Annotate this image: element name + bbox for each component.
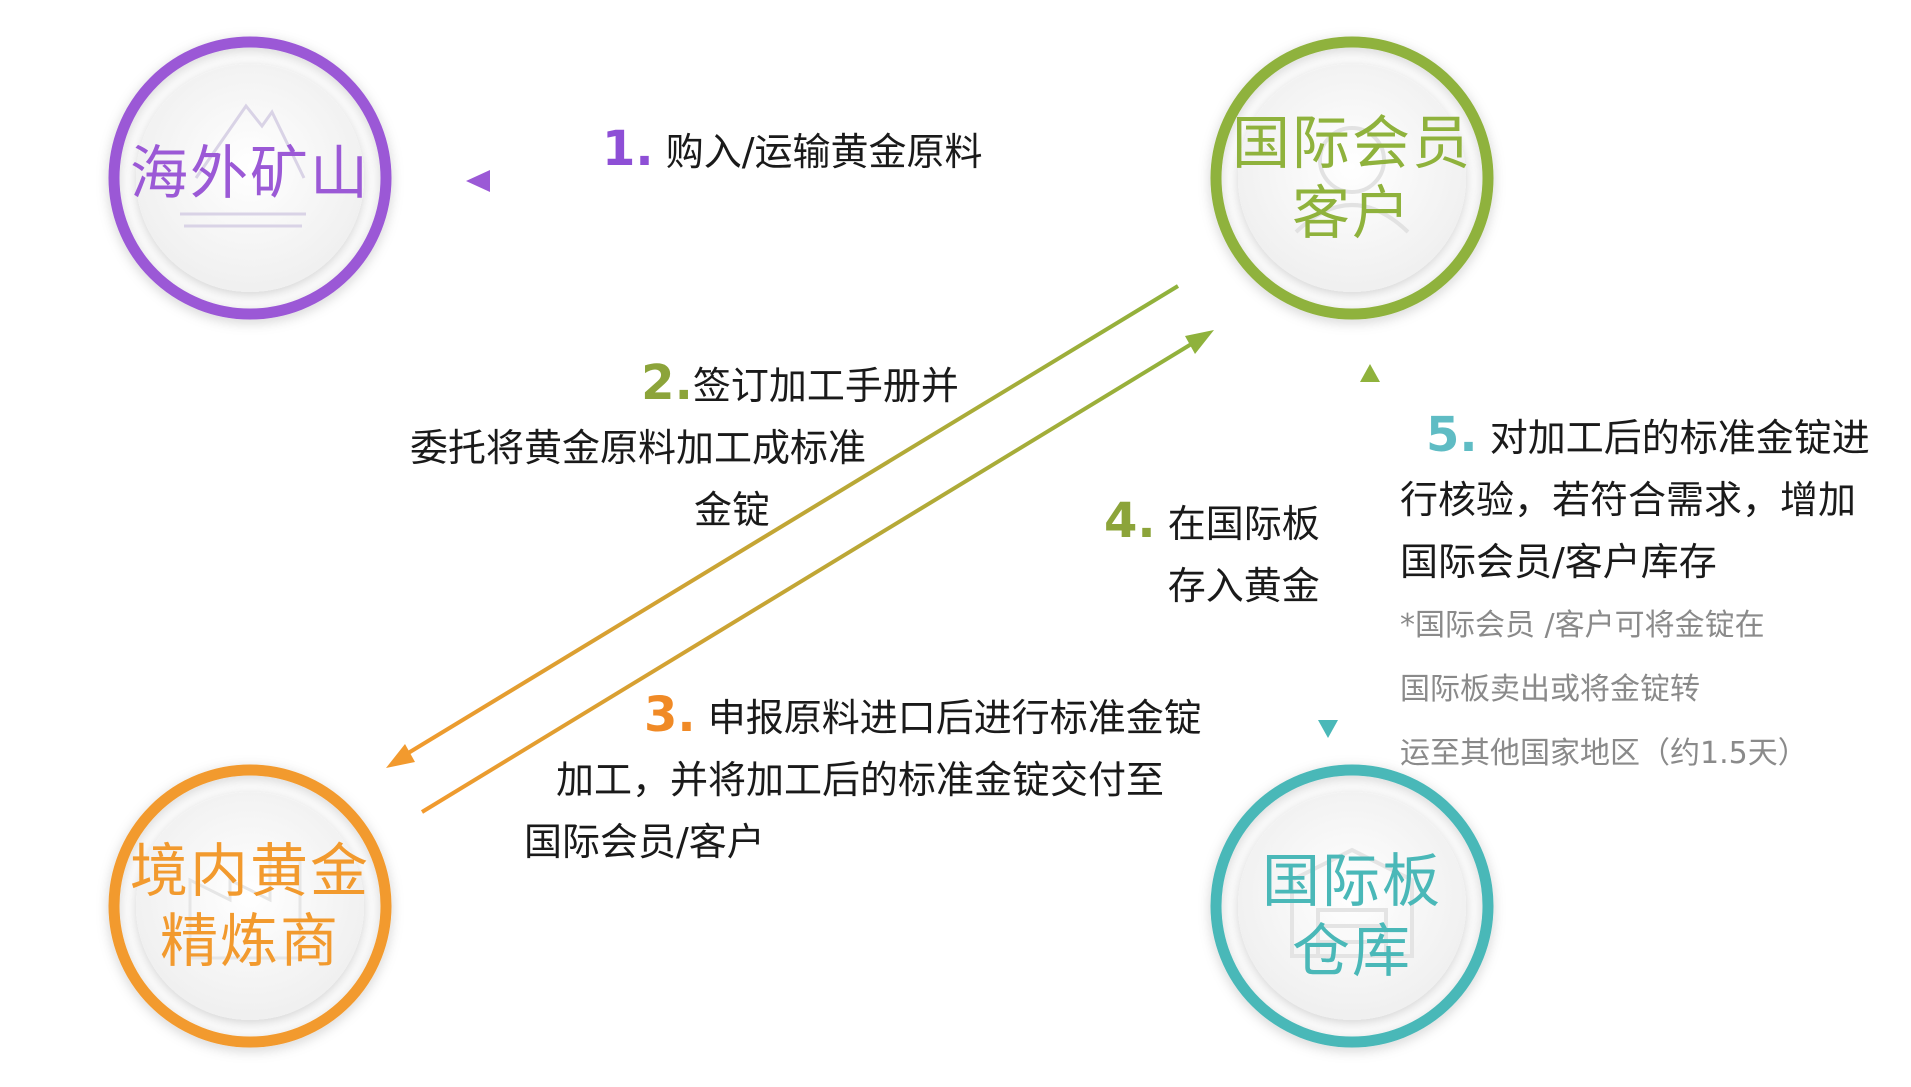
node-refiner: [108, 764, 392, 1048]
person-icon: [1294, 126, 1410, 234]
arrow-1: [466, 170, 1118, 192]
step-5-note: *国际会员 /客户可将金锭在 国际板卖出或将金锭转 运至其他国家地区（约1.5天…: [1400, 594, 1808, 786]
node-warehouse-label: 国际板 仓库: [1212, 846, 1492, 986]
warehouse-icon: [1290, 847, 1414, 958]
node-member-line: 客户: [1291, 179, 1412, 247]
step-3-line-2: 加工，并将加工后的标准金锭交付至: [556, 758, 1165, 802]
node-warehouse: [1210, 764, 1494, 1048]
arrow-3: [420, 330, 1214, 814]
node-member-label: 国际会员 客户: [1212, 108, 1492, 248]
step-4-text: 在国际板: [1167, 502, 1320, 546]
step-3-line-3: 国际会员/客户: [524, 820, 765, 864]
step-4-line-1: 4. 在国际板: [1104, 490, 1320, 555]
node-refiner-line: 精炼商: [159, 907, 340, 975]
step-5-line-2: 行核验，若符合需求，增加: [1400, 478, 1857, 522]
step-2-number: 2.: [641, 355, 693, 411]
step-5-number: 5.: [1426, 407, 1478, 463]
node-member: [1210, 36, 1494, 320]
node-warehouse-line: 国际板: [1261, 847, 1442, 915]
arrow-4: [1318, 366, 1338, 738]
step-5-label: 5. 对加工后的标准金锭进 行核验，若符合需求，增加 国际会员/客户库存: [1400, 404, 1870, 593]
note-line-2: 国际板卖出或将金锭转: [1400, 672, 1700, 707]
node-mine-line: 海外矿山: [129, 139, 370, 207]
node-mine-label: 海外矿山: [110, 138, 390, 208]
step-2-label: 2.签订加工手册并 委托将黄金原料加工成标准 金锭: [410, 352, 1010, 541]
note-line-1: *国际会员 /客户可将金锭在: [1400, 608, 1765, 643]
step-4-number: 4.: [1104, 493, 1156, 549]
step-3-text: 申报原料进口后进行标准金锭: [707, 696, 1202, 740]
step-1-label: 1. 购入/运输黄金原料: [602, 118, 983, 183]
node-mine: [108, 36, 392, 320]
step-5-line-3: 国际会员/客户库存: [1400, 540, 1717, 584]
step-5-text: 对加工后的标准金锭进: [1489, 416, 1870, 460]
factory-icon: [188, 858, 302, 960]
step-4-label: 4. 在国际板 存入黄金: [1104, 490, 1320, 617]
node-member-line: 国际会员: [1231, 109, 1472, 177]
step-1-number: 1.: [602, 121, 654, 177]
note-line-3: 运至其他国家地区（约1.5天）: [1400, 736, 1808, 771]
step-5-line-1: 5. 对加工后的标准金锭进: [1400, 404, 1870, 469]
node-refiner-label: 境内黄金 精炼商: [110, 836, 390, 976]
step-2-text: 签订加工手册并: [692, 364, 959, 408]
node-refiner-line: 境内黄金: [129, 837, 370, 905]
step-2-line-3: 金锭: [694, 488, 771, 532]
arrow-5: [1360, 364, 1380, 732]
step-2-line-2: 委托将黄金原料加工成标准: [410, 426, 867, 470]
mountain-icon: [180, 103, 306, 228]
step-3-label: 3. 申报原料进口后进行标准金锭 加工，并将加工后的标准金锭交付至 国际会员/客…: [524, 684, 1202, 873]
step-4-line-2: 存入黄金: [1167, 564, 1320, 608]
step-2-line-1: 2.签订加工手册并: [410, 352, 1010, 417]
node-warehouse-line: 仓库: [1291, 917, 1412, 985]
arrow-2: [386, 284, 1180, 768]
step-3-number: 3.: [644, 687, 696, 743]
step-3-line-1: 3. 申报原料进口后进行标准金锭: [524, 684, 1202, 749]
step-1-text: 购入/运输黄金原料: [665, 130, 983, 174]
